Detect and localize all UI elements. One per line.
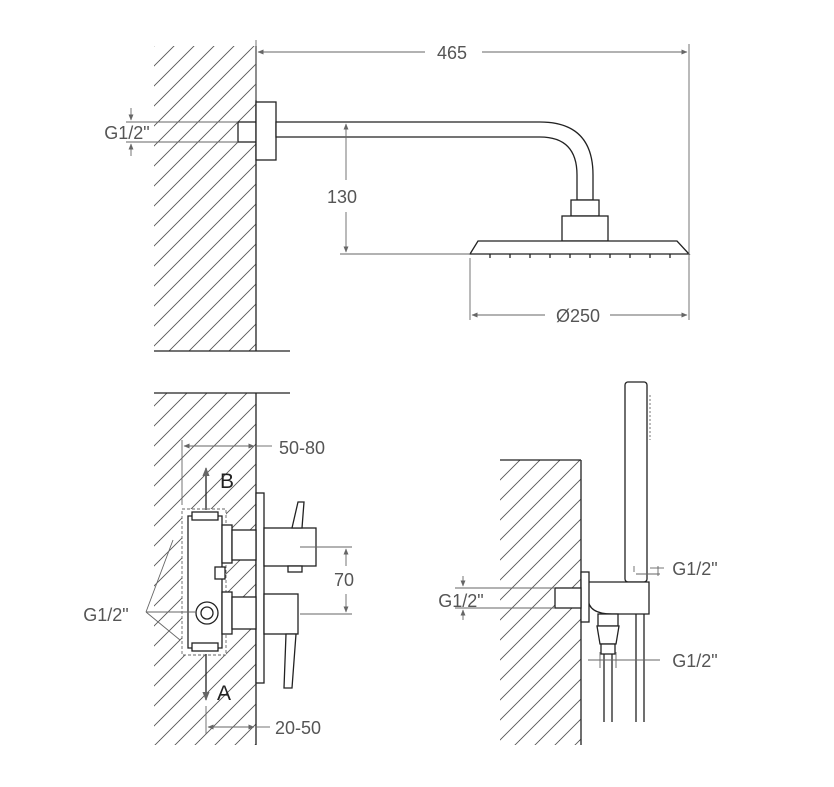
inlet-stub — [237, 121, 257, 143]
mixer-box-outline — [181, 508, 227, 656]
dimension-hose-bottom: G1/2" — [588, 651, 718, 671]
shower-arm — [275, 121, 594, 201]
wall-holder — [587, 581, 650, 615]
wall-hatch — [154, 46, 256, 351]
hand-inlet-label: G1/2" — [438, 591, 483, 611]
shower-head-view: 465 G1/2" 130 Ø250 — [104, 40, 691, 352]
mixer-lever — [283, 633, 297, 689]
hose-bottom-label: G1/2" — [672, 651, 717, 671]
wall-flange — [255, 101, 277, 161]
dimension-hand-inlet: G1/2" — [438, 576, 555, 620]
dimension-width: 465 — [255, 40, 690, 260]
diameter-label: Ø250 — [556, 306, 600, 326]
dimension-spacing: 70 — [300, 546, 354, 615]
width-label: 465 — [437, 43, 467, 63]
diverter-lever — [291, 501, 305, 529]
inlet-label: G1/2" — [104, 123, 149, 143]
body-plug — [214, 566, 226, 580]
dimension-cover: 20-50 — [205, 706, 321, 738]
outlet-a-port — [191, 642, 219, 652]
mixer-inlet-label: G1/2" — [83, 605, 128, 625]
mixer-view: B A 50-80 70 G1/2" — [83, 392, 354, 745]
outlet-a-label: A — [217, 682, 231, 705]
drop-label: 130 — [327, 187, 357, 207]
inlet-callout: G1/2" — [83, 539, 197, 641]
dimension-inlet-top: G1/2" — [104, 108, 238, 156]
inlet-port — [195, 601, 219, 625]
dimension-depth: 50-80 — [181, 438, 325, 505]
head-connector — [561, 215, 609, 242]
nozzles — [489, 254, 671, 258]
valve-body — [187, 515, 223, 649]
depth-label: 50-80 — [279, 438, 325, 458]
arm-joint — [570, 199, 600, 217]
outlet-b-label: B — [220, 470, 234, 493]
hose-top-label: G1/2" — [672, 559, 717, 579]
wall-inlet-stub — [554, 587, 582, 609]
cover-label: 20-50 — [275, 718, 321, 738]
holder-flange — [580, 571, 590, 623]
hand-shower-view: G1/2" G1/2" G1/2" — [438, 381, 718, 745]
dimension-hose-top: G1/2" — [633, 559, 718, 579]
outlet-b-port — [191, 511, 219, 521]
hose-nut — [596, 625, 620, 645]
shower-head — [468, 240, 691, 255]
hose-connector-top — [597, 613, 619, 627]
hand-shower — [624, 381, 648, 583]
mixer-body — [263, 593, 299, 635]
cover-plate — [255, 492, 265, 684]
dimension-drop: 130 — [327, 123, 470, 255]
spacing-label: 70 — [334, 570, 354, 590]
dimension-diameter: Ø250 — [469, 258, 690, 326]
